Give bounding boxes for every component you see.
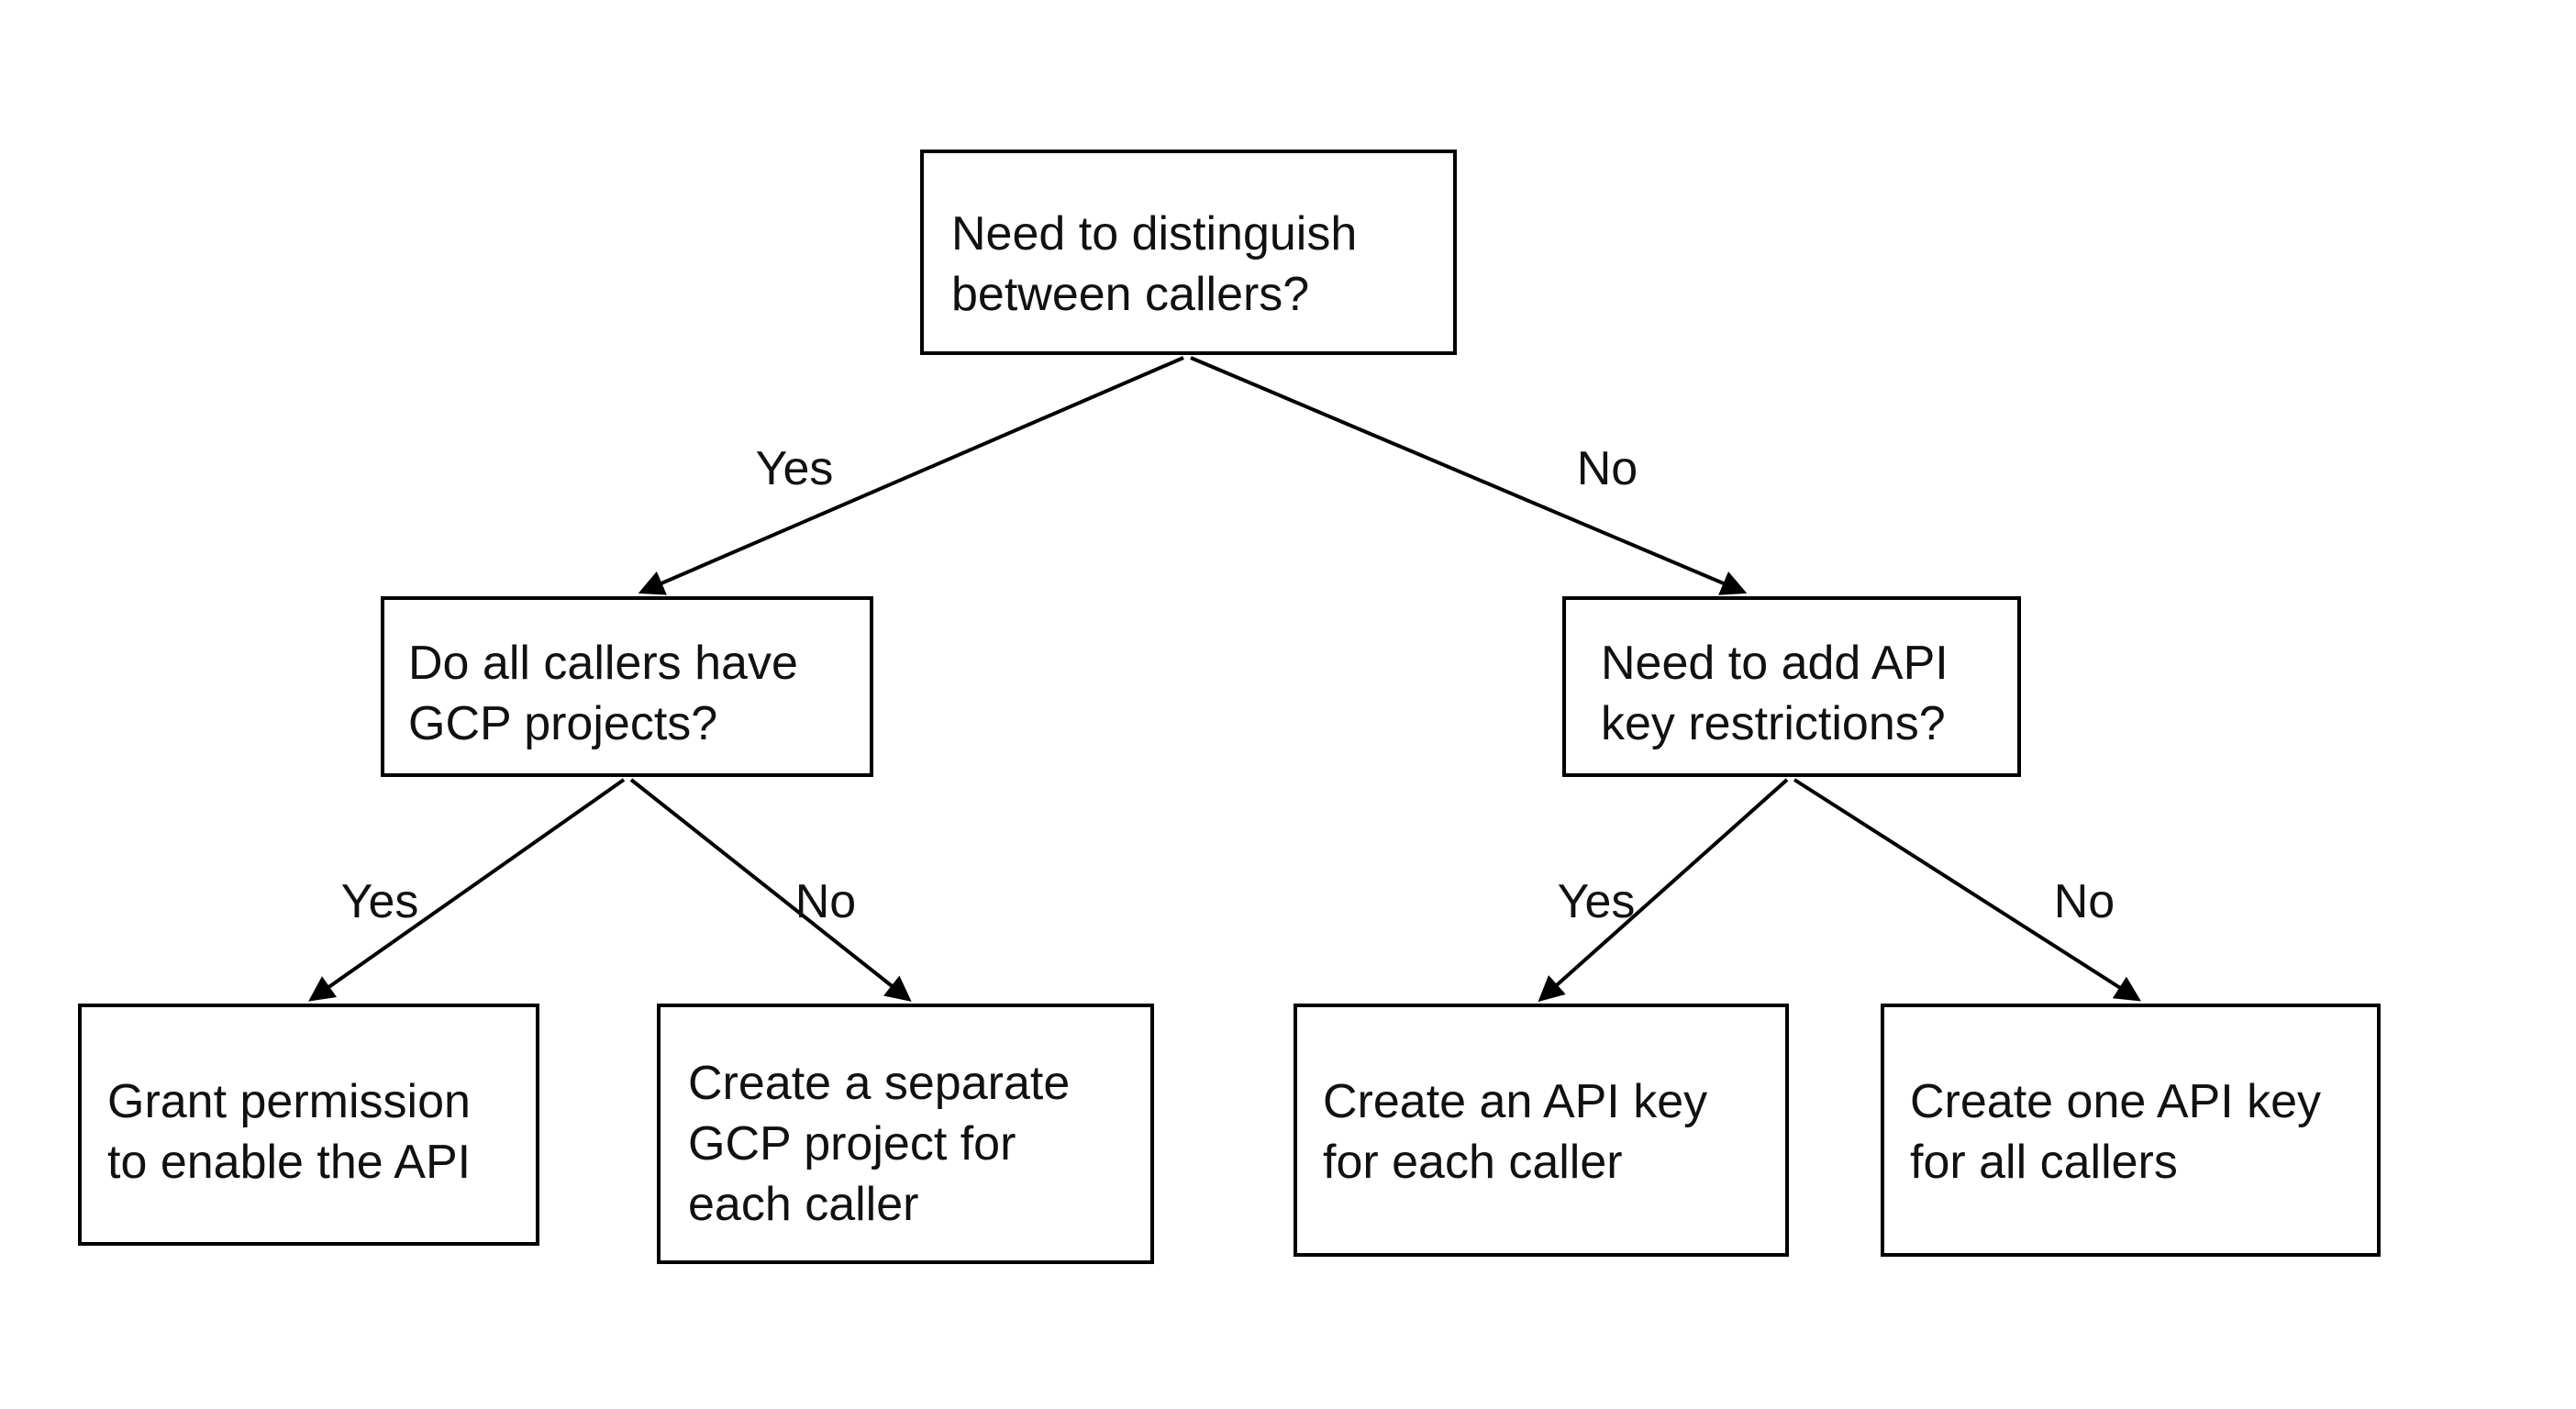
node-leaf-1-line-2: to enable the API: [107, 1136, 471, 1189]
node-leaf-2-box: [657, 1004, 1154, 1264]
node-leaf-1-box: [78, 1004, 539, 1246]
edge-right-yes: [1538, 778, 1789, 1003]
node-leaf-3-box: [1294, 1004, 1789, 1257]
node-leaf-3-line-2: for each caller: [1323, 1136, 1623, 1189]
edge-label-left-no: No: [795, 875, 856, 928]
edge-label-right-no: No: [2054, 875, 2115, 928]
edge-root-no: [1190, 356, 1748, 595]
node-leaf-one-api-key-all-callers[interactable]: Create one API key for all callers: [1881, 1004, 2381, 1257]
edges-layer: [308, 356, 2141, 1003]
edge-label-root-no: No: [1577, 442, 1638, 495]
node-leaf-separate-gcp-project[interactable]: Create a separate GCP project for each c…: [657, 1004, 1154, 1264]
edge-label-right-yes: Yes: [1558, 875, 1636, 928]
node-leaf-3-line-1: Create an API key: [1323, 1075, 1707, 1128]
edge-right-no: [1793, 778, 2141, 1002]
node-leaf-4-line-2: for all callers: [1910, 1136, 2178, 1189]
node-root-line-1: Need to distinguish: [951, 207, 1357, 261]
node-leaf-grant-permission[interactable]: Grant permission to enable the API: [78, 1004, 539, 1246]
edge-left-yes: [308, 778, 626, 1002]
node-l2-right-line-2: key restrictions?: [1601, 697, 1946, 750]
node-leaf-api-key-each-caller[interactable]: Create an API key for each caller: [1294, 1004, 1789, 1257]
node-leaf-2-line-2: GCP project for: [688, 1117, 1016, 1170]
node-root[interactable]: Need to distinguish between callers?: [920, 150, 1457, 355]
node-leaf-4-line-1: Create one API key: [1910, 1075, 2321, 1128]
node-l2-right-line-1: Need to add API: [1601, 637, 1949, 690]
node-l2-left-line-1: Do all callers have: [408, 637, 798, 690]
edge-label-left-yes: Yes: [341, 875, 419, 928]
node-root-box: [920, 150, 1457, 355]
node-leaf-2-line-1: Create a separate: [688, 1057, 1070, 1110]
node-leaf-2-line-3: each caller: [688, 1178, 918, 1231]
node-root-line-2: between callers?: [951, 268, 1309, 321]
node-l2-left-line-2: GCP projects?: [408, 697, 717, 750]
node-leaf-1-line-1: Grant permission: [107, 1075, 471, 1128]
edge-label-root-yes: Yes: [756, 442, 834, 495]
edge-labels-layer: Yes No Yes No Yes No: [341, 442, 2115, 928]
node-l2-left-box: [381, 596, 873, 777]
node-l2-right-box: [1562, 596, 2021, 777]
edge-left-no: [629, 778, 912, 1002]
node-l2-left[interactable]: Do all callers have GCP projects?: [381, 596, 873, 777]
node-leaf-4-box: [1881, 1004, 2381, 1257]
edge-root-yes: [638, 356, 1184, 595]
node-l2-right[interactable]: Need to add API key restrictions?: [1562, 596, 2021, 777]
